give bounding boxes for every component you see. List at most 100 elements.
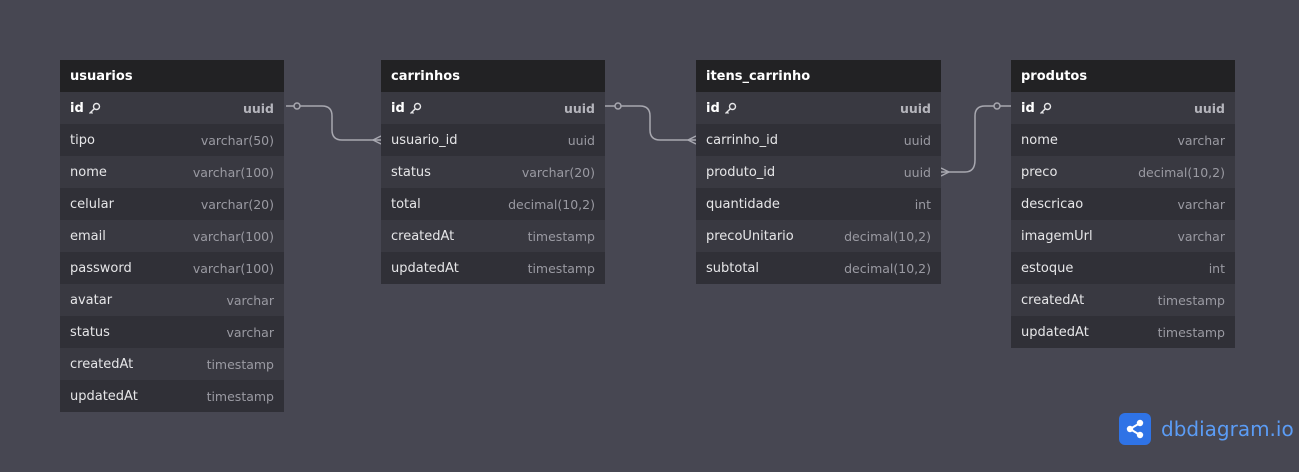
column-name-text: updatedAt [391, 260, 459, 276]
column-row-updatedat[interactable]: updatedAt timestamp [1011, 316, 1235, 348]
column-type: timestamp [1157, 324, 1225, 340]
share-nodes-icon [1119, 413, 1151, 445]
column-row-carrinho_id[interactable]: carrinho_id uuid [696, 124, 941, 156]
column-name: createdAt [1021, 293, 1084, 308]
primary-key-icon [88, 102, 101, 115]
column-type: decimal(10,2) [1138, 164, 1225, 180]
column-name-text: updatedAt [1021, 324, 1089, 340]
column-name-text: createdAt [391, 228, 455, 244]
column-type: varchar [1177, 228, 1225, 244]
table-title[interactable]: usuarios [60, 60, 284, 92]
column-type: varchar [226, 324, 274, 340]
brand-name: dbdiagram.io [1161, 417, 1294, 441]
one-end-marker [293, 102, 301, 110]
column-name: updatedAt [391, 261, 459, 276]
table-title[interactable]: carrinhos [381, 60, 605, 92]
column-row-status[interactable]: status varchar(20) [381, 156, 605, 188]
column-name: total [391, 197, 421, 212]
column-name-text: total [391, 196, 421, 212]
column-name: carrinho_id [706, 133, 778, 148]
table-title[interactable]: itens_carrinho [696, 60, 941, 92]
column-name: produto_id [706, 165, 775, 180]
many-end-marker [687, 135, 697, 145]
column-name: createdAt [391, 229, 454, 244]
column-name-text: id [70, 100, 84, 116]
link-produtos-itens [941, 105, 1011, 173]
column-type: varchar(50) [200, 132, 274, 148]
column-name-text: imagemUrl [1021, 228, 1093, 244]
column-name: password [70, 261, 132, 276]
column-name-text: id [706, 100, 720, 116]
column-row-celular[interactable]: celular varchar(20) [60, 188, 284, 220]
dbdiagram-logo[interactable]: dbdiagram.io [1119, 413, 1294, 445]
column-row-id[interactable]: id uuid [60, 92, 284, 124]
column-name-text: precoUnitario [706, 228, 794, 244]
column-name-text: quantidade [706, 196, 780, 212]
table-title[interactable]: produtos [1011, 60, 1235, 92]
column-name: estoque [1021, 261, 1073, 276]
column-row-updatedat[interactable]: updatedAt timestamp [381, 252, 605, 284]
column-name: avatar [70, 293, 112, 308]
column-type: uuid [903, 132, 931, 148]
column-type: timestamp [206, 388, 274, 404]
column-name-text: id [391, 100, 405, 116]
table-itens-carrinho[interactable]: itens_carrinho id uuid carrinho_id uuid prod… [696, 60, 941, 284]
column-name: email [70, 229, 106, 244]
column-type: varchar(20) [521, 164, 595, 180]
column-type: int [1208, 260, 1225, 276]
column-name: id [706, 101, 737, 116]
column-name: nome [1021, 133, 1058, 148]
column-name: imagemUrl [1021, 229, 1093, 244]
column-name: id [391, 101, 422, 116]
column-row-id[interactable]: id uuid [381, 92, 605, 124]
column-type: varchar(20) [200, 196, 274, 212]
column-name-text: carrinho_id [706, 132, 778, 148]
column-type: decimal(10,2) [508, 196, 595, 212]
column-type: timestamp [206, 356, 274, 372]
column-row-estoque[interactable]: estoque int [1011, 252, 1235, 284]
column-row-preco[interactable]: preco decimal(10,2) [1011, 156, 1235, 188]
column-name-text: password [70, 260, 132, 276]
column-type: timestamp [527, 260, 595, 276]
many-end-marker [940, 167, 950, 177]
column-type: uuid [563, 100, 595, 116]
column-type: uuid [899, 100, 931, 116]
column-row-total[interactable]: total decimal(10,2) [381, 188, 605, 220]
column-name: usuario_id [391, 133, 458, 148]
column-row-id[interactable]: id uuid [696, 92, 941, 124]
column-name-text: status [391, 164, 431, 180]
column-type: uuid [242, 100, 274, 116]
primary-key-icon [409, 102, 422, 115]
column-name: celular [70, 197, 114, 212]
column-name-text: produto_id [706, 164, 776, 180]
primary-key-icon [724, 102, 737, 115]
column-name-text: descricao [1021, 196, 1084, 212]
column-name-text: preco [1021, 164, 1058, 180]
column-name: nome [70, 165, 107, 180]
column-name-text: nome [70, 164, 107, 180]
one-end-marker [614, 102, 622, 110]
column-name-text: id [1021, 100, 1035, 116]
column-row-imagemurl[interactable]: imagemUrl varchar [1011, 220, 1235, 252]
